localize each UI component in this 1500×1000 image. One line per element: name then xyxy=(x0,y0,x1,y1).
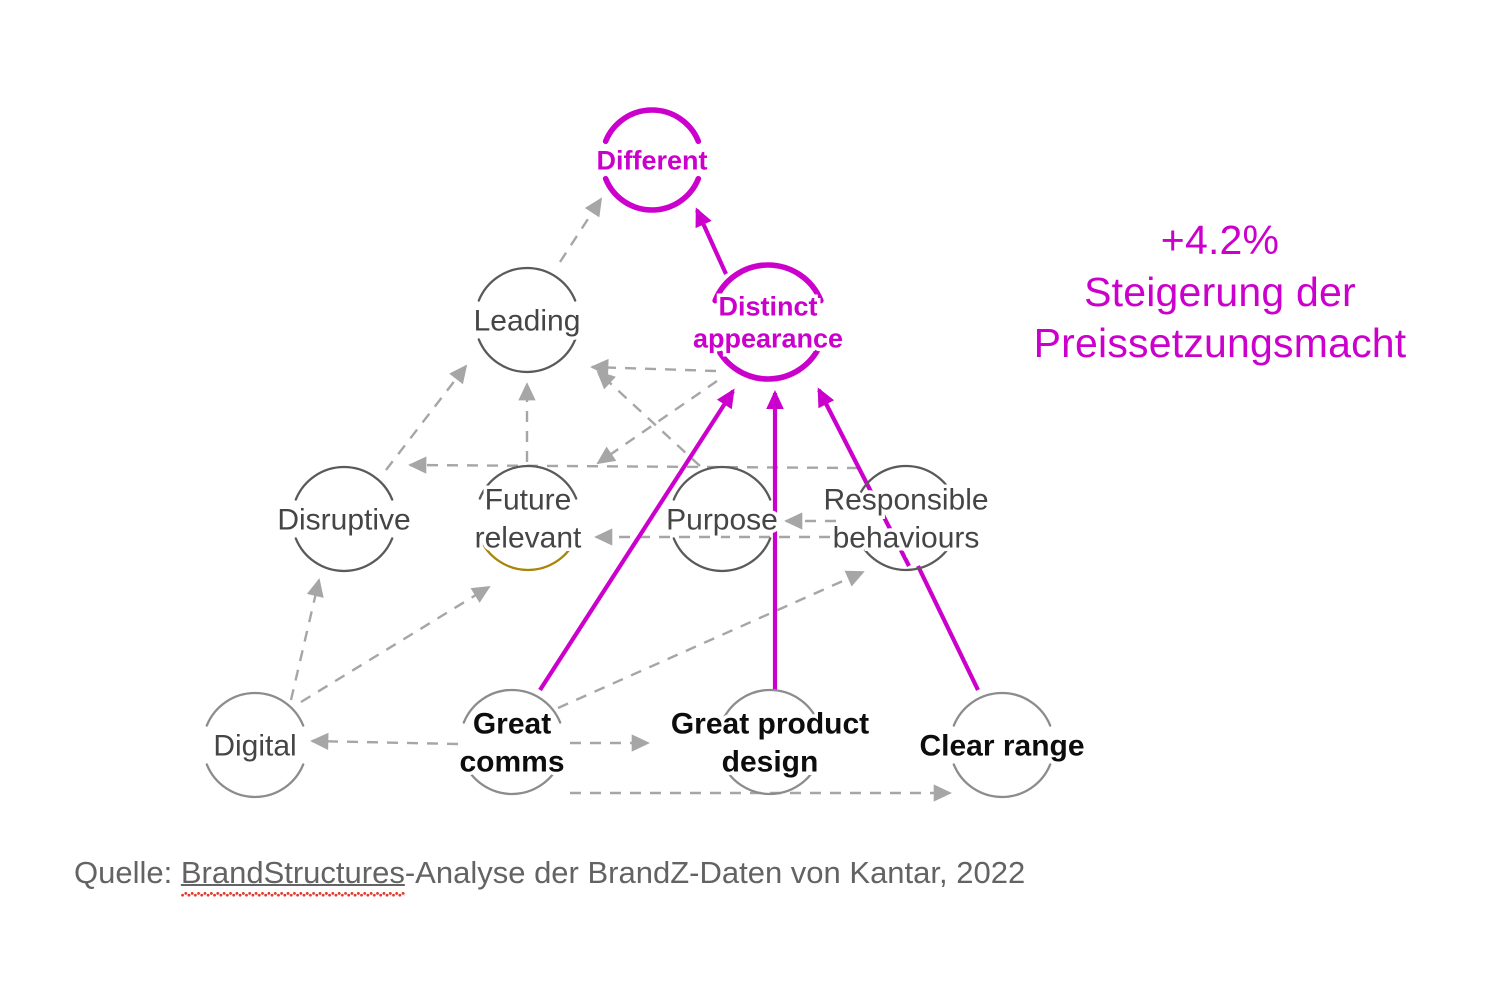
node-future xyxy=(478,464,578,572)
edge-responsible-from-clear-range xyxy=(916,565,980,691)
node-future-label-halo: relevant xyxy=(475,522,582,555)
edge-responsible-to-distinct xyxy=(817,387,911,567)
node-design-arc-bottom xyxy=(720,760,820,796)
edge-purpose-to-leading xyxy=(596,370,701,467)
node-responsible-arc-top xyxy=(856,464,956,500)
node-purpose-label-halo: Purpose xyxy=(666,504,778,537)
node-range xyxy=(952,691,1052,799)
kpi-callout: +4.2% Steigerung der Preissetzungsmacht xyxy=(960,215,1480,370)
node-distinct-arc-bottom xyxy=(712,340,824,382)
magenta-edge-group xyxy=(538,207,980,692)
node-purpose-arc-top xyxy=(672,465,772,501)
node-different xyxy=(602,107,702,213)
node-different-arc-top xyxy=(602,107,702,145)
source-suffix: -Analyse der BrandZ-Daten von Kantar, 20… xyxy=(404,855,1026,890)
node-range-label: Clear range xyxy=(919,730,1084,763)
node-distinct-label: appearance xyxy=(693,323,843,353)
node-comms-label: Great xyxy=(473,708,551,741)
node-disruptive-arc-bottom xyxy=(294,537,394,573)
node-responsible-label-halo: behaviours xyxy=(833,522,980,555)
node-leading-arc-top xyxy=(477,266,577,302)
node-future-label: Future xyxy=(485,484,572,517)
node-comms-label-halo: Great xyxy=(473,708,551,741)
node-digital-arc-top xyxy=(205,691,305,727)
node-design-label: design xyxy=(722,746,819,779)
edge-digital-to-disruptive xyxy=(289,578,324,701)
node-design xyxy=(720,688,820,796)
node-different-label: Different xyxy=(596,145,707,175)
node-distinct-arc-top xyxy=(712,262,824,304)
edge-disruptive-to-leading xyxy=(385,364,468,471)
node-comms-label: comms xyxy=(459,746,564,779)
kpi-line-two: Steigerung der xyxy=(1084,268,1356,315)
source-prefix: Quelle: xyxy=(74,855,181,890)
node-disruptive-label-halo: Disruptive xyxy=(277,504,410,537)
edge-distinct-to-future-relevant xyxy=(596,380,718,465)
node-range-arc-bottom xyxy=(952,763,1052,799)
node-distinct-label-halo: appearance xyxy=(693,323,843,353)
edge-leading-to-different xyxy=(558,197,603,263)
node-leading-arc-bottom xyxy=(477,338,577,374)
kpi-line-three: Preissetzungsmacht xyxy=(1033,320,1407,367)
node-purpose-arc-bottom xyxy=(672,537,772,573)
node-comms-arc-bottom xyxy=(462,760,562,796)
node-responsible-label: behaviours xyxy=(833,522,980,555)
node-responsible xyxy=(856,464,956,572)
node-distinct xyxy=(712,262,824,382)
source-note: Quelle: BrandStructures-Analyse der Bran… xyxy=(74,855,1025,891)
edge-great-comms-to-digital xyxy=(310,732,459,750)
node-different-arc-bottom xyxy=(602,175,702,213)
node-responsible-arc-bottom xyxy=(856,536,956,572)
edge-great-comms-to-responsible xyxy=(557,570,865,710)
node-future-arc-top xyxy=(478,464,578,500)
node-leading xyxy=(477,266,577,374)
node-comms-arc-top xyxy=(462,688,562,724)
edge-distinct-to-leading xyxy=(590,358,717,377)
source-highlighted-term: BrandStructures xyxy=(180,855,405,890)
node-design-label-halo: design xyxy=(722,746,819,779)
node-group xyxy=(205,107,1052,799)
node-responsible-label: Responsible xyxy=(823,484,988,517)
node-comms-label-halo: comms xyxy=(459,746,564,779)
node-leading-label-halo: Leading xyxy=(474,305,581,338)
kpi-percent: +4.2% xyxy=(1160,217,1280,263)
node-design-arc-top xyxy=(720,688,820,724)
node-future-label-halo: Future xyxy=(485,484,572,517)
edge-responsible-to-disruptive xyxy=(408,456,859,474)
node-label-group: DifferentDifferentDistinctappearanceDist… xyxy=(210,142,1088,782)
node-design-label: Great product xyxy=(671,708,869,741)
node-responsible-label-halo: Responsible xyxy=(823,484,988,517)
node-digital-arc-bottom xyxy=(205,763,305,799)
node-digital-label-halo: Digital xyxy=(213,730,296,763)
node-digital xyxy=(205,691,305,799)
node-disruptive-label: Disruptive xyxy=(277,504,410,537)
node-range-arc-top xyxy=(952,691,1052,727)
node-design-label-halo: Great product xyxy=(671,708,869,741)
edge-great-comms-to-distinct xyxy=(538,388,735,692)
edge-digital-to-future-relevant xyxy=(300,585,491,704)
node-purpose-label: Purpose xyxy=(666,504,778,537)
node-distinct-label-halo: Distinct xyxy=(718,291,817,321)
edge-distinct-to-different xyxy=(695,207,728,275)
node-digital-label: Digital xyxy=(213,730,296,763)
node-comms xyxy=(462,688,562,796)
node-leading-label: Leading xyxy=(474,305,581,338)
node-distinct-label: Distinct xyxy=(718,291,817,321)
node-disruptive xyxy=(294,465,394,573)
node-future-arc-bottom xyxy=(478,536,578,572)
node-future-label: relevant xyxy=(475,522,582,555)
node-purpose xyxy=(672,465,772,573)
node-disruptive-arc-top xyxy=(294,465,394,501)
node-different-label-halo: Different xyxy=(596,145,707,175)
node-range-label-halo: Clear range xyxy=(919,730,1084,763)
